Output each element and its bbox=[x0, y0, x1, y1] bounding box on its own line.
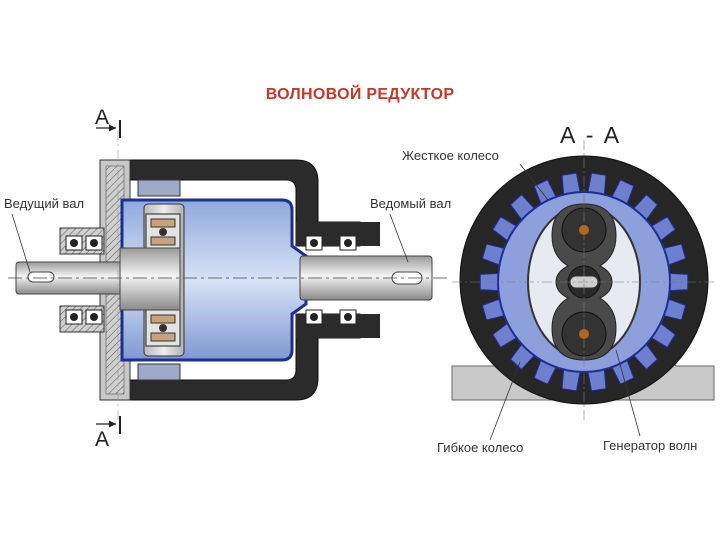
rigid-ring-bottom bbox=[137, 363, 181, 381]
section-arrow-top bbox=[96, 120, 121, 138]
section-mark-top: А bbox=[95, 106, 110, 129]
section-title: А - А bbox=[560, 122, 622, 148]
left-bearing bbox=[65, 235, 103, 325]
right-bearing bbox=[305, 235, 357, 325]
label-flexible-wheel: Гибкое колесо bbox=[437, 440, 524, 455]
rigid-ring-top bbox=[137, 179, 181, 197]
longitudinal-section bbox=[8, 120, 450, 434]
label-wave-generator: Генератор волн bbox=[603, 438, 698, 453]
generator-bearing-bottom bbox=[145, 309, 181, 347]
label-drive-shaft: Ведущий вал bbox=[4, 196, 85, 211]
section-arrow-bottom bbox=[96, 416, 121, 434]
label-rigid-wheel: Жесткое колесо bbox=[402, 148, 499, 163]
label-driven-shaft: Ведомый вал bbox=[370, 196, 452, 211]
diagram-title: ВОЛНОВОЙ РЕДУКТОР bbox=[265, 86, 455, 103]
section-mark-bottom: А bbox=[95, 428, 110, 451]
generator-bearing-top bbox=[145, 213, 181, 251]
cross-section bbox=[451, 140, 716, 441]
